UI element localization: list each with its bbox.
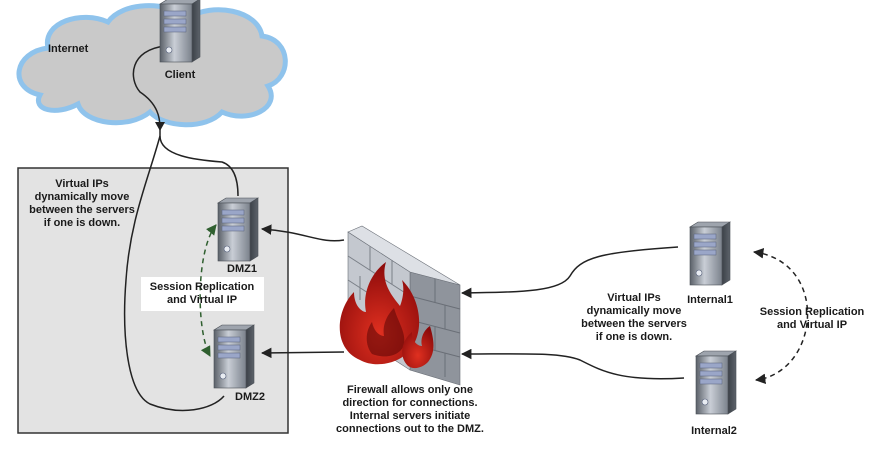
flame-icon: [339, 262, 434, 369]
firewall-to-dmz1-arrow: [260, 224, 345, 242]
internet-label: Internet: [48, 43, 89, 55]
internal2-to-firewall-arrow: [460, 348, 685, 380]
internal1-label: Internal1: [687, 294, 733, 306]
dmz1-server-icon: [217, 197, 259, 262]
internet-cloud: [16, 3, 288, 128]
internal-virtual-ip-note: Virtual IPs dynamically move between the…: [581, 292, 687, 343]
client-server-icon: [159, 0, 201, 63]
internal2-label: Internal2: [691, 425, 737, 437]
firewall-to-dmz2-arrow: [260, 347, 345, 359]
client-to-dmz1-line: [132, 45, 239, 197]
dmz-virtual-ip-note: Virtual IPs dynamically move between the…: [29, 178, 135, 229]
internal1-server-icon: [689, 221, 731, 286]
internal2-server-icon: [695, 350, 737, 415]
dmz2-label: DMZ2: [235, 391, 265, 403]
firewall-note: Firewall allows only one direction for c…: [336, 384, 484, 435]
client-to-dmz2-line: [123, 135, 225, 412]
dmz1-label: DMZ1: [227, 263, 257, 275]
dmz2-server-icon: [213, 324, 255, 389]
dmz-replication-arrow: [199, 224, 217, 357]
internal-replication-label: Session Replication and Virtual IP: [759, 306, 865, 331]
dmz-replication-label: Session Replication and Virtual IP: [149, 281, 255, 306]
internal-replication-arrow: [752, 248, 809, 385]
client-label: Client: [164, 69, 196, 81]
internal1-to-firewall-arrow: [460, 246, 679, 299]
